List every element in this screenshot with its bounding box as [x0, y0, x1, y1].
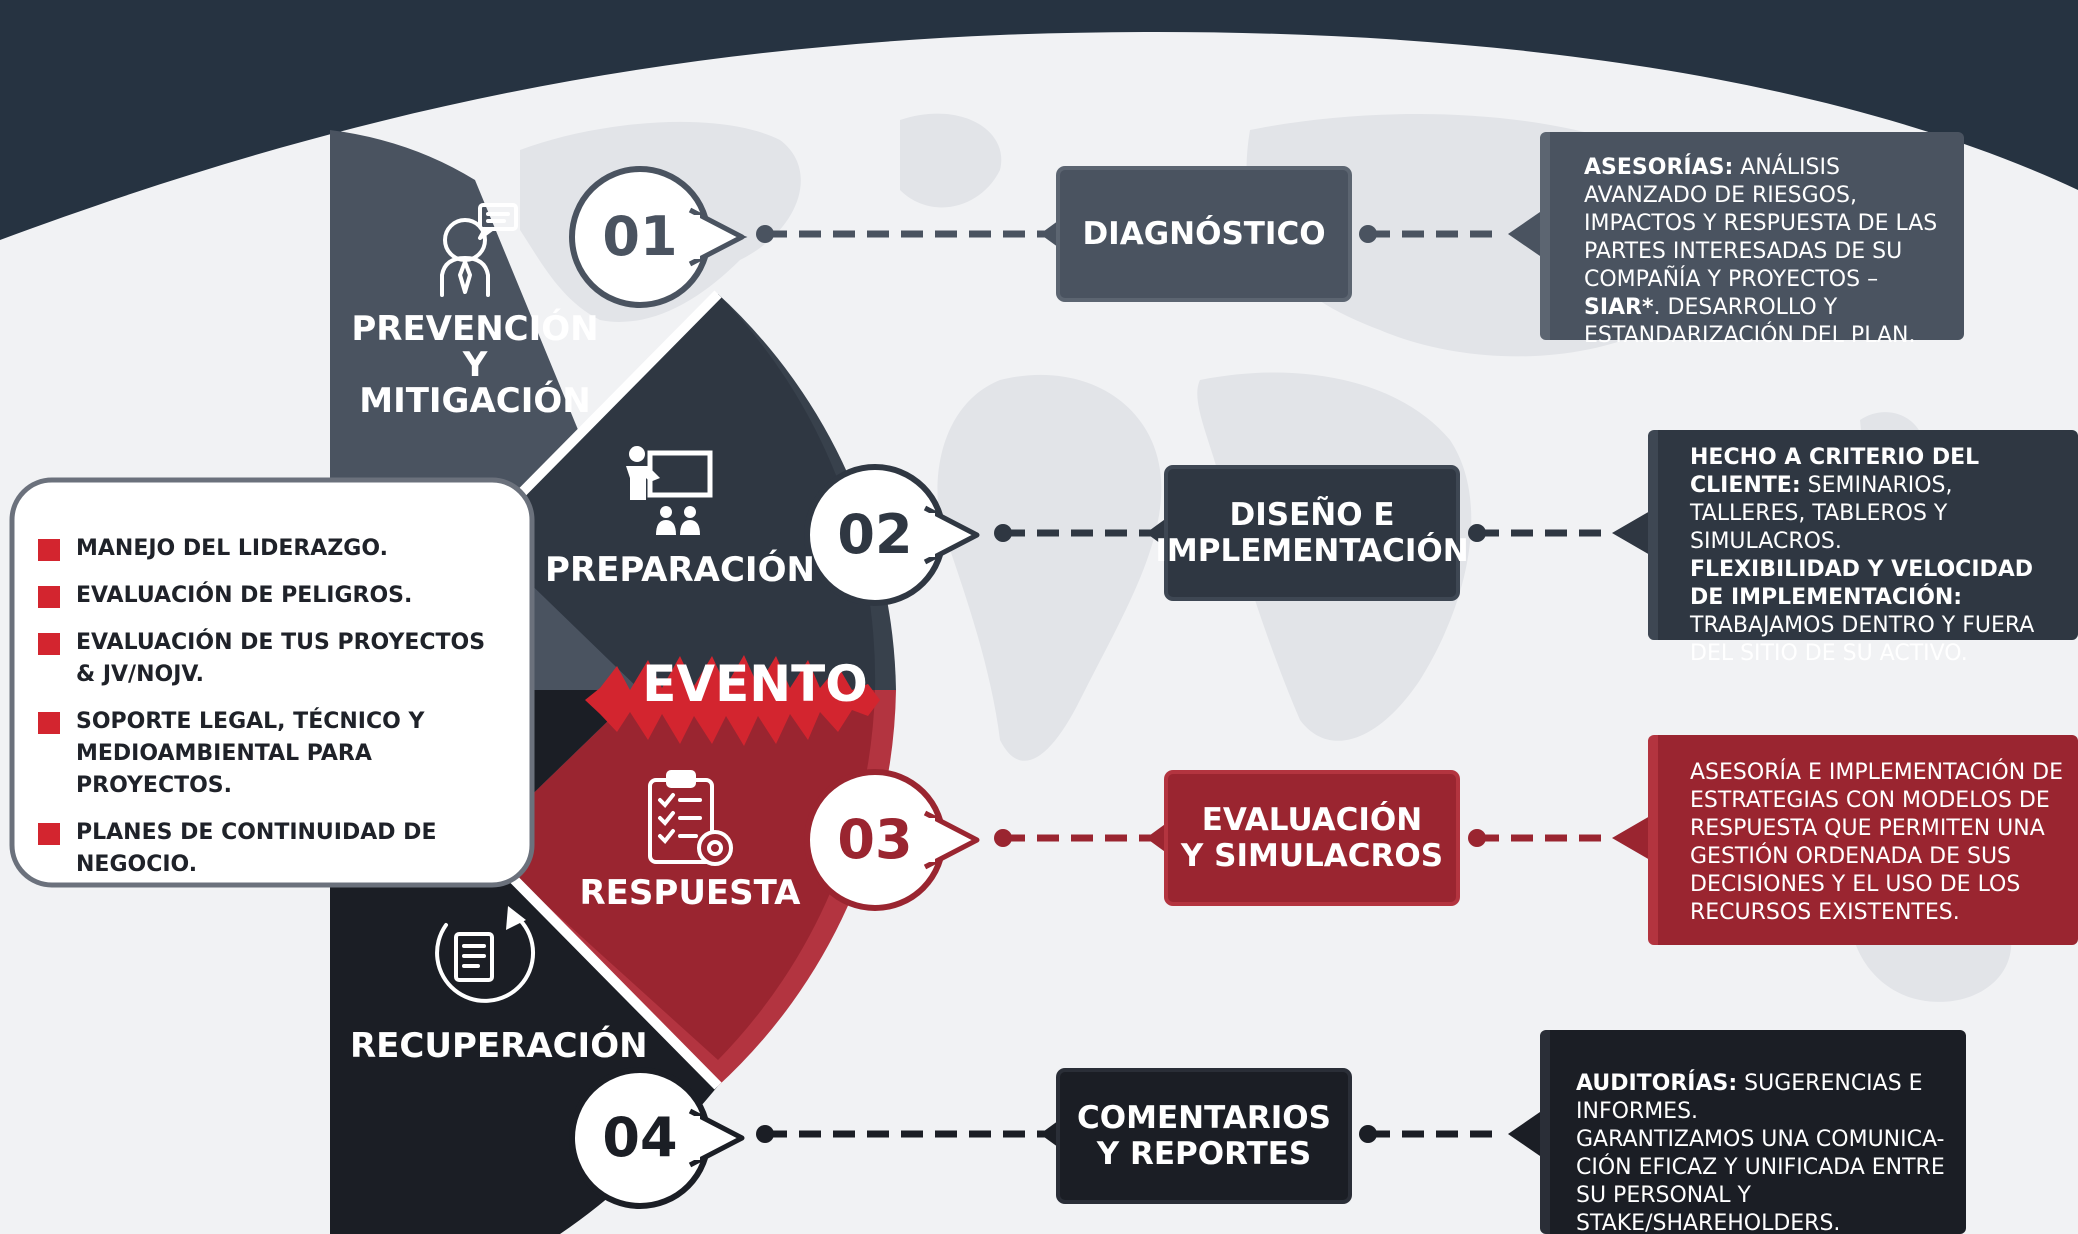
arrow-4a — [1040, 1118, 1062, 1150]
connector-1 — [756, 225, 1500, 243]
arrow-4b — [1508, 1112, 1540, 1156]
badge-04 — [569, 1067, 745, 1209]
arrow-1a — [1040, 218, 1062, 250]
list-item: MANEJO DEL LIDERAZGO. — [38, 533, 508, 565]
evento-starburst — [585, 655, 880, 746]
separator-2 — [476, 841, 722, 1090]
connector-4 — [756, 1125, 1500, 1143]
person-speech-icon — [440, 203, 518, 297]
stage-2-wedge-inner — [480, 294, 876, 690]
arrow-2a — [1146, 517, 1168, 549]
number-01: 01 — [602, 205, 678, 268]
bullet-square-icon — [38, 823, 60, 845]
badge-02 — [804, 464, 980, 606]
number-03: 03 — [837, 808, 913, 871]
arrow-3a — [1146, 822, 1168, 854]
middle-box-diseno: DISEÑO E IMPLEMENTACIÓN — [1155, 469, 1469, 597]
list-item: EVALUACIÓN DE TUS PROYECTOS & JV/NOJV. — [38, 627, 508, 691]
list-item: EVALUACIÓN DE PELIGROS. — [38, 580, 508, 612]
middle-box-evaluacion: EVALUACIÓN Y SIMULACROS — [1168, 774, 1456, 902]
middle-box-comentarios: COMENTARIOS Y REPORTES — [1060, 1072, 1348, 1200]
arrow-3b — [1612, 816, 1650, 860]
event-label: EVENTO — [642, 655, 868, 713]
stage-label-recuperacion: RECUPERACIÓN — [350, 1026, 648, 1066]
arrow-1b — [1508, 212, 1540, 256]
list-item: PLANES DE CONTINUIDAD DE NEGOCIO. — [38, 817, 508, 881]
middle-box-diagnostico: DIAGNÓSTICO — [1060, 170, 1348, 298]
badge-01 — [569, 166, 748, 308]
bullet-square-icon — [38, 586, 60, 608]
document-refresh-icon — [435, 906, 536, 1003]
description-box-4: AUDITORÍAS: SUGERENCIAS E INFORMES.GARAN… — [1540, 1030, 1966, 1234]
stage-3-wedge-inner — [480, 690, 875, 1060]
list-item: SOPORTE LEGAL, TÉCNICO Y MEDIOAMBIENTAL … — [38, 706, 508, 802]
left-list-panel — [9, 477, 535, 888]
description-box-3: ASESORÍA E IMPLEMENTACIÓN DE ESTRATEGIAS… — [1648, 735, 2078, 945]
stage-label-prevencion: PREVENCIÓN Y MITIGACIÓN — [351, 309, 599, 421]
description-box-2: HECHO A CRITERIO DEL CLIENTE: SEMINARIOS… — [1648, 430, 2078, 666]
top-banner — [0, 0, 2078, 240]
stage-label-preparacion: PREPARACIÓN — [545, 550, 815, 590]
clipboard-gear-icon — [648, 770, 733, 866]
number-04: 04 — [602, 1106, 678, 1169]
left-list: MANEJO DEL LIDERAZGO. EVALUACIÓN DE PELI… — [38, 533, 508, 896]
stage-label-respuesta: RESPUESTA — [579, 873, 801, 913]
bullet-square-icon — [38, 712, 60, 734]
number-02: 02 — [837, 503, 913, 566]
bullet-square-icon — [38, 539, 60, 561]
presentation-board-icon — [626, 446, 713, 535]
description-box-1: ASESORÍAS: ANÁLISIS AVANZADO DE RIESGOS,… — [1540, 132, 1964, 348]
badge-03 — [804, 769, 980, 911]
connector-2 — [994, 524, 1610, 542]
bullet-square-icon — [38, 633, 60, 655]
arrow-2b — [1612, 511, 1650, 555]
connector-3 — [994, 829, 1610, 847]
